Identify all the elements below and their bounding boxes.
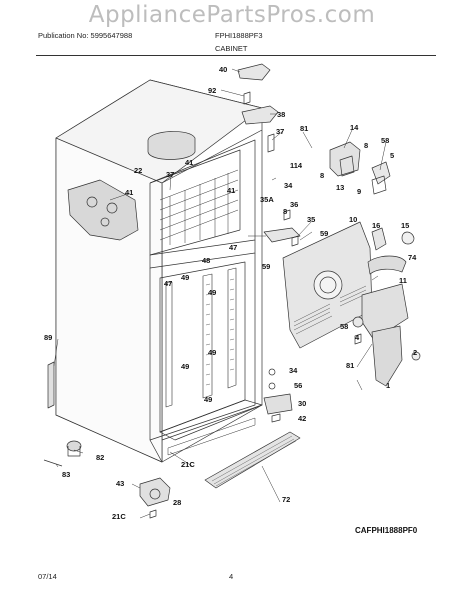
callout: 38 [277,110,286,119]
page-number: 4 [229,572,234,581]
shelf-rail-left [165,267,237,408]
callout: 49 [181,273,190,282]
callout: 59 [320,229,329,238]
toe-grille [204,431,301,489]
callout: 58 [381,136,390,145]
light-socket [371,175,387,195]
side-cover-plate [47,361,55,409]
callout: 47 [164,279,173,288]
callout: 30 [298,399,307,408]
cabinet-top-face [55,79,263,184]
leg-screw [43,459,63,467]
callout: 9 [357,187,362,196]
side-hinge-bracket [67,179,139,241]
callout: 13 [336,183,345,192]
bottom-hinge [263,393,293,415]
callout: 34 [289,366,298,375]
callout: 43 [116,479,125,488]
door-stop [263,227,301,243]
callout: 35A [260,195,274,204]
cabinet-base [149,404,263,463]
callout: 34 [284,181,293,190]
callout: 82 [96,453,105,462]
callout: 41 [227,186,236,195]
callout: 49 [204,395,213,404]
callout: 1 [386,381,391,390]
callout: 81 [300,124,309,133]
callout: 15 [401,221,410,230]
control-bracket [329,141,361,177]
callout: 48 [202,256,211,265]
hinge-pin [267,133,275,153]
callout: 8 [283,207,288,216]
callout: 8 [364,141,369,150]
top-hinge [241,105,279,125]
callout: 36 [290,200,299,209]
thermostat [339,155,355,177]
callout: 41 [125,188,134,197]
callout: 47 [229,243,238,252]
model-number: FPHI1888PF3 [215,31,263,40]
callout: 22 [134,166,143,175]
callout: 74 [408,253,417,262]
divider-mullion [149,240,256,269]
light-shield [371,227,387,251]
callout: 72 [282,495,291,504]
callout: 58 [340,322,349,331]
callout: 2 [413,348,418,357]
callout: 114 [290,161,303,170]
callout: 28 [173,498,182,507]
section-title: CABINET [215,44,248,53]
callout: 59 [262,262,271,271]
header-rule [36,55,436,56]
callout: 81 [346,361,355,370]
shelf-rail-holes [205,278,235,386]
leveling-leg [66,440,82,452]
watermark: AppliancePartsPros.com [88,2,376,28]
callout: 14 [350,123,359,132]
callout: 49 [208,348,217,357]
callout: 40 [219,65,228,74]
callout: 8 [320,171,325,180]
top-hinge-cup [147,131,196,160]
callout: 49 [208,288,217,297]
callout: 16 [372,221,381,230]
callout: 35 [307,215,316,224]
callout: 42 [298,414,307,423]
base-grille-slot [167,417,256,456]
lamp-cover [367,255,407,275]
footer-date: 07/14 [38,572,57,581]
lower-housing [371,325,403,387]
callout: 41 [185,158,194,167]
callout: 10 [349,215,358,224]
light-bulb [401,231,415,245]
callout: 83 [62,470,71,479]
callout: 21C [181,460,195,469]
callout: 89 [44,333,53,342]
callout: 92 [208,86,217,95]
hinge-cap [237,63,271,81]
fresh-food-compartment [149,253,256,441]
callout: 56 [294,381,303,390]
roller-bracket [139,477,171,507]
callout: 21C [112,512,126,521]
freezer-evaporator-grid [159,169,239,245]
callout: 49 [181,362,190,371]
callout: 5 [390,151,395,160]
callout: 11 [399,276,407,285]
leader-lines [53,68,387,519]
hinge-screw [243,91,251,105]
publication-number: Publication No: 5995647988 [38,31,133,40]
callout: 37 [166,170,175,179]
callout: 4 [355,333,360,342]
callout: 37 [276,127,285,136]
diagram-code: CAFPHI1888PF0 [355,526,418,535]
